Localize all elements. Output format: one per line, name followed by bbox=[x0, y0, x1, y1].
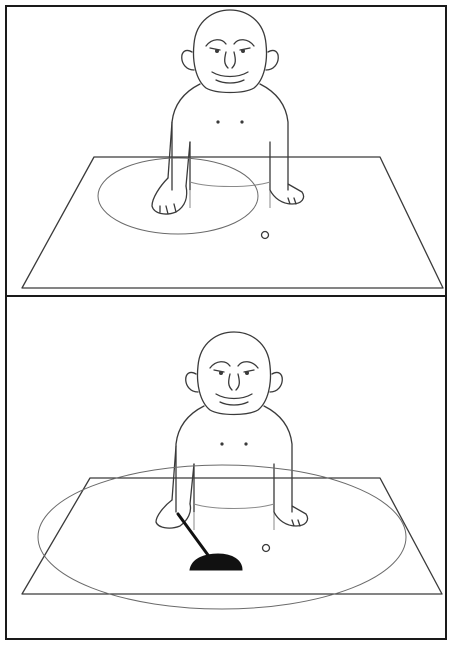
table bbox=[22, 478, 442, 594]
tool-head bbox=[190, 554, 242, 570]
chimpanzee bbox=[172, 10, 304, 208]
figure-border bbox=[6, 6, 446, 639]
table bbox=[22, 157, 443, 288]
food-target bbox=[262, 232, 269, 239]
reach-circle-small bbox=[98, 158, 258, 234]
reach-circle-large bbox=[38, 465, 406, 609]
left-hand bbox=[152, 178, 187, 214]
chimpanzee-with-tool bbox=[176, 332, 308, 530]
top-panel bbox=[22, 10, 443, 288]
food-target bbox=[263, 545, 270, 552]
bottom-panel bbox=[22, 332, 442, 609]
